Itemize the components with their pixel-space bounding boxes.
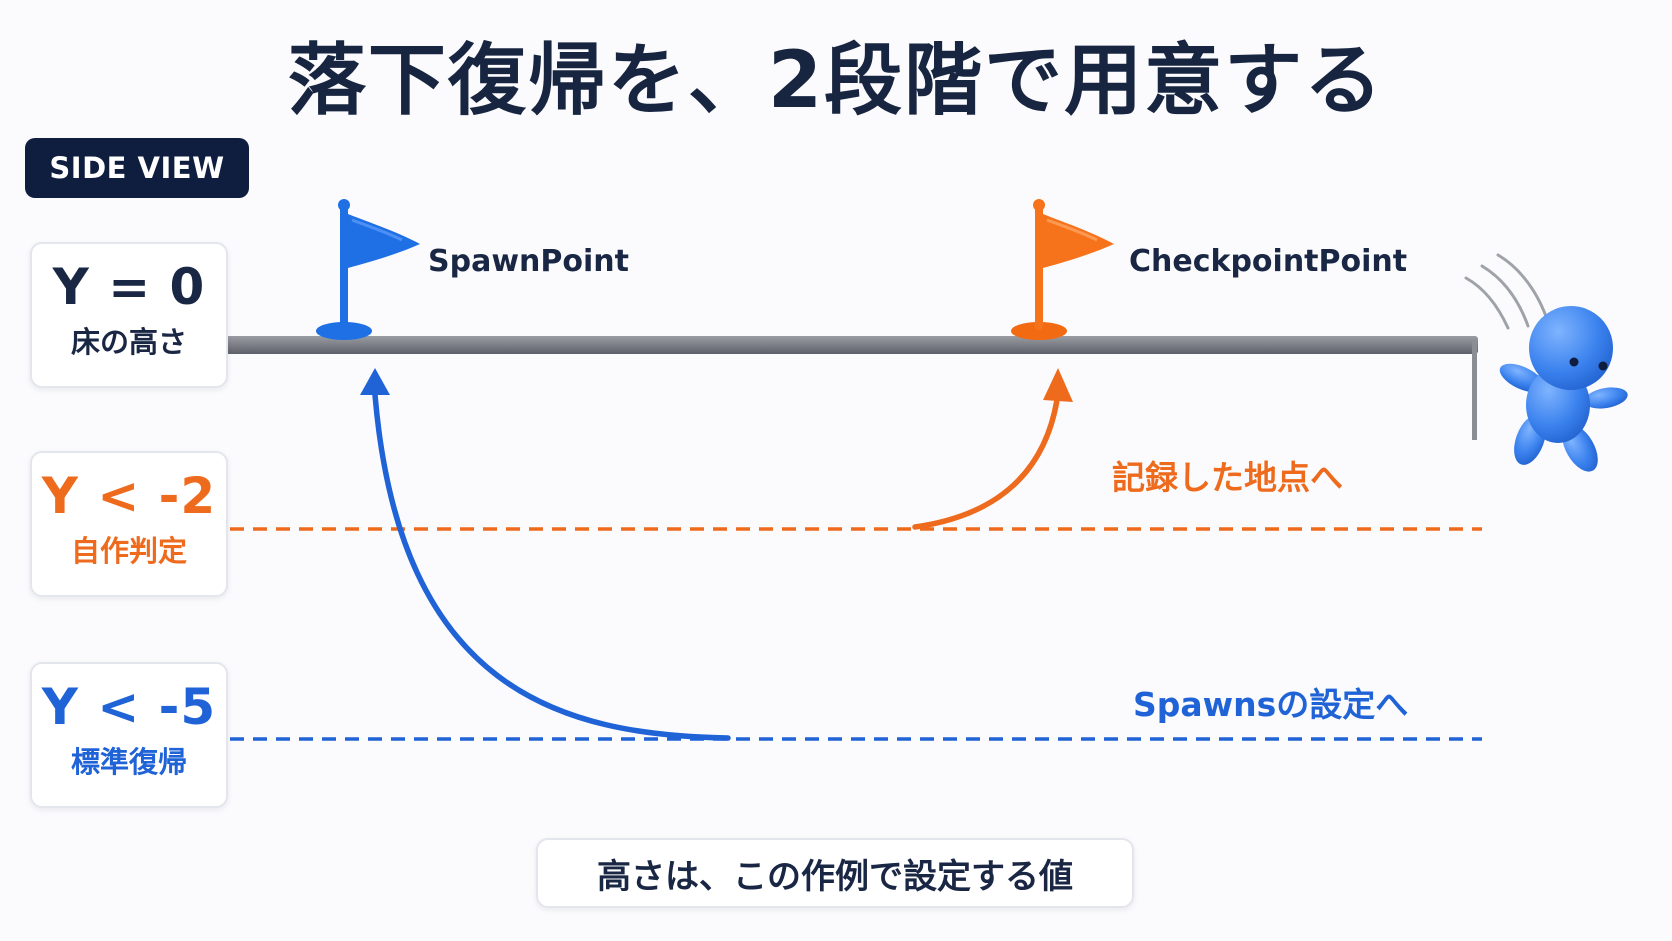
checkpoint-flag-icon (1011, 199, 1114, 340)
falling-character-icon (1464, 253, 1628, 472)
level-value-standard: Y < -5 (41, 678, 217, 736)
footer-note: 高さは、この作例で設定する値 (536, 838, 1134, 908)
custom-route-label: 記録した地点へ (1112, 458, 1343, 497)
standard-return-arrow (360, 368, 731, 741)
level-card-standard: Y < -5 標準復帰 (30, 662, 228, 808)
checkpoint-point-label: CheckpointPoint (1129, 244, 1408, 279)
level-label-custom: 自作判定 (70, 534, 187, 568)
standard-route-label: Spawnsの設定へ (1133, 685, 1409, 724)
level-card-custom: Y < -2 自作判定 (30, 451, 228, 597)
level-card-floor: Y = 0 床の高さ (30, 242, 228, 388)
spawn-flag-icon (316, 199, 420, 340)
level-label-standard: 標準復帰 (70, 745, 187, 779)
level-value-floor: Y = 0 (52, 258, 206, 316)
custom-return-arrow (912, 368, 1073, 530)
page-title: 落下復帰を、2段階で用意する (287, 36, 1385, 126)
side-view-badge: SIDE VIEW (25, 138, 249, 198)
level-value-custom: Y < -2 (41, 467, 217, 525)
level-label-floor: 床の高さ (70, 325, 187, 359)
spawn-point-label: SpawnPoint (428, 244, 629, 279)
floor-platform (226, 336, 1478, 440)
